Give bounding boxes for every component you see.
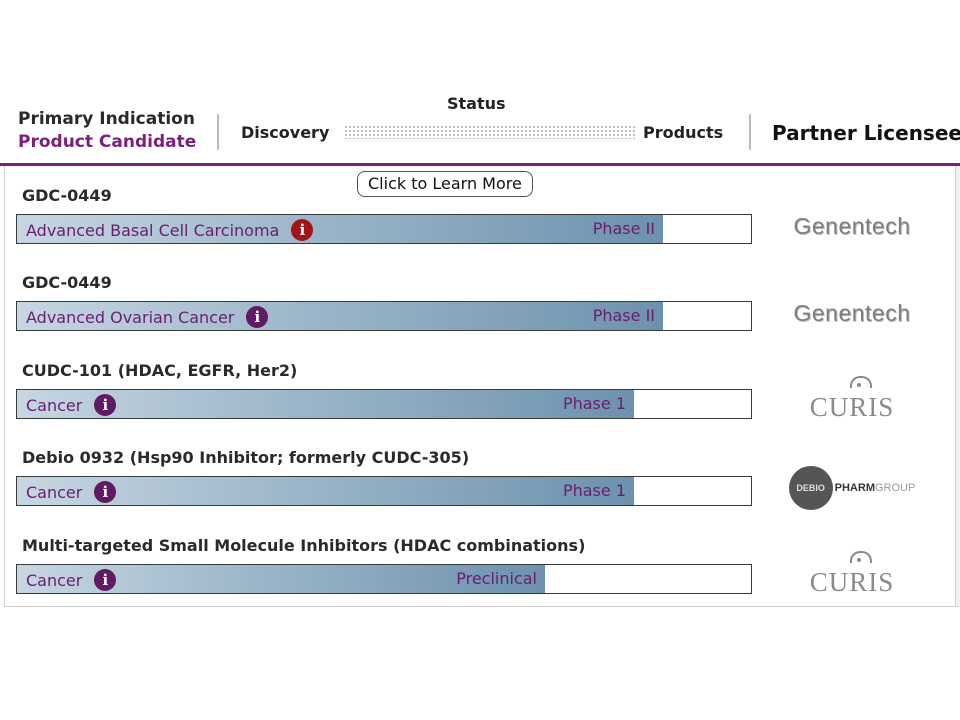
indication-text: Advanced Ovarian Cancer [26, 307, 235, 327]
info-icon[interactable]: i [94, 481, 117, 503]
phase-label: Phase II [592, 306, 655, 325]
pipeline-row: Debio 0932 (Hsp90 Inhibitor; formerly CU… [0, 448, 960, 528]
phase-label: Phase II [592, 219, 655, 238]
status-bar-fill [17, 477, 634, 505]
partner-logo[interactable]: CURIS [772, 550, 932, 597]
curis-logo: CURIS [810, 550, 895, 597]
learn-more-tooltip: Click to Learn More [357, 171, 533, 197]
product-candidate-name: GDC-0449 [22, 186, 112, 205]
indication-text: Cancer [26, 395, 83, 415]
indication-text: Advanced Basal Cell Carcinoma [26, 220, 280, 240]
header-divider [749, 114, 751, 150]
phase-label: Phase 1 [562, 481, 626, 500]
status-bar[interactable]: Advanced Ovarian Cancer i Phase II [16, 301, 752, 331]
phase-label: Preclinical [456, 569, 537, 588]
indication-label: Advanced Ovarian Cancer i [26, 306, 269, 328]
partner-licensee-label: Partner Licensee [772, 121, 960, 145]
phase-label: Phase 1 [562, 394, 626, 413]
info-icon[interactable]: i [246, 306, 269, 328]
product-candidate-name: Multi-targeted Small Molecule Inhibitors… [22, 536, 586, 555]
partner-logo[interactable]: Genentech [772, 293, 932, 333]
genentech-logo: Genentech [793, 299, 911, 326]
status-bar[interactable]: Advanced Basal Cell Carcinoma i Phase II [16, 214, 752, 244]
product-candidate-name: Debio 0932 (Hsp90 Inhibitor; formerly CU… [22, 448, 470, 467]
status-bar-fill [17, 215, 663, 243]
header-rule [0, 163, 960, 166]
product-candidate-name: GDC-0449 [22, 273, 112, 292]
status-bar-fill [17, 390, 634, 418]
curis-wordmark: CURIS [809, 391, 895, 422]
partner-logo[interactable]: CURIS [772, 375, 932, 422]
curis-wordmark: CURIS [809, 566, 895, 597]
column-header-indication: Primary Indication Product Candidate [18, 108, 196, 154]
info-icon[interactable]: i [94, 569, 117, 591]
indication-label: Advanced Basal Cell Carcinoma i [26, 219, 314, 241]
header-divider [217, 114, 219, 150]
status-progress-track [344, 125, 635, 139]
curis-logo: CURIS [810, 375, 895, 422]
info-icon[interactable]: i [291, 219, 314, 241]
partner-logo[interactable]: Genentech [772, 206, 932, 246]
primary-indication-label: Primary Indication [18, 109, 195, 129]
pipeline-panel [4, 166, 959, 607]
genentech-logo: Genentech [793, 212, 911, 239]
indication-text: Cancer [26, 482, 83, 502]
product-candidate-label: Product Candidate [18, 132, 197, 152]
status-label: Status [447, 94, 506, 113]
products-label: Products [643, 123, 724, 142]
product-candidate-name: CUDC-101 (HDAC, EGFR, Her2) [22, 361, 298, 380]
status-bar-fill [17, 302, 663, 330]
info-icon[interactable]: i [94, 394, 117, 416]
pipeline-row: Multi-targeted Small Molecule Inhibitors… [0, 536, 960, 616]
scrollbar[interactable] [955, 166, 960, 606]
discovery-label: Discovery [241, 123, 330, 142]
indication-text: Cancer [26, 570, 83, 590]
